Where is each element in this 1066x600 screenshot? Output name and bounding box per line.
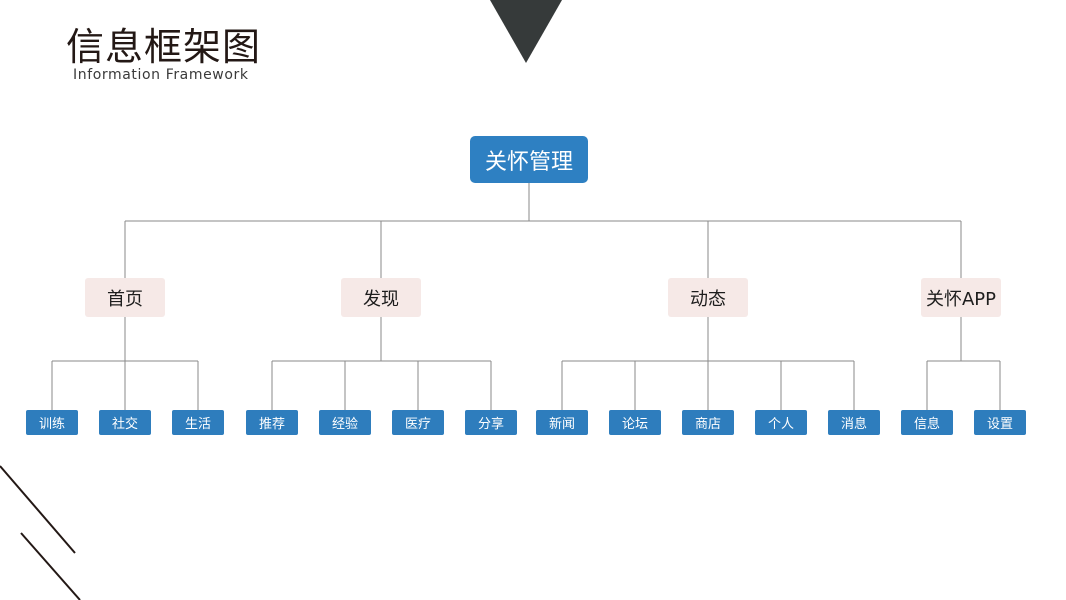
category-node-label: 发现	[363, 288, 399, 310]
leaf-node[interactable]: 经验	[319, 410, 371, 435]
leaf-node-label: 个人	[767, 417, 794, 432]
leaf-node[interactable]: 医疗	[392, 410, 444, 435]
diagonal-line-upper	[0, 465, 76, 554]
leaf-node[interactable]: 新闻	[536, 410, 588, 435]
leaf-node[interactable]: 社交	[99, 410, 151, 435]
category-node[interactable]: 动态	[668, 278, 748, 317]
leaf-node[interactable]: 信息	[901, 410, 953, 435]
leaf-node-label: 分享	[477, 417, 504, 432]
root-node-label: 关怀管理	[484, 149, 573, 175]
leaf-node-label: 设置	[986, 417, 1013, 432]
leaf-node[interactable]: 设置	[974, 410, 1026, 435]
leaf-node-label: 生活	[184, 417, 211, 432]
leaf-node[interactable]: 生活	[172, 410, 224, 435]
category-node-label: 动态	[690, 288, 726, 310]
root-node[interactable]: 关怀管理	[470, 136, 588, 183]
page-title: 信息框架图	[66, 25, 262, 69]
leaf-node[interactable]: 消息	[828, 410, 880, 435]
leaf-node-label: 推荐	[258, 417, 285, 432]
leaf-node-label: 社交	[111, 417, 138, 432]
category-node[interactable]: 首页	[85, 278, 165, 317]
category-node-label: 首页	[107, 288, 143, 310]
leaf-node-label: 经验	[331, 417, 358, 432]
page-subtitle: Information Framework	[73, 67, 249, 83]
leaf-node[interactable]: 论坛	[609, 410, 661, 435]
leaf-node[interactable]: 商店	[682, 410, 734, 435]
leaf-node-label: 商店	[694, 417, 721, 432]
diagonal-line-lower	[20, 532, 81, 600]
leaf-node-label: 论坛	[621, 417, 648, 432]
category-node[interactable]: 发现	[341, 278, 421, 317]
decorative-triangle	[490, 0, 562, 63]
leaf-node[interactable]: 训练	[26, 410, 78, 435]
leaf-node-label: 新闻	[548, 417, 575, 432]
leaf-node[interactable]: 个人	[755, 410, 807, 435]
leaf-node-label: 信息	[913, 417, 940, 432]
leaf-node[interactable]: 分享	[465, 410, 517, 435]
leaf-node-label: 医疗	[404, 417, 431, 432]
category-node[interactable]: 关怀APP	[921, 278, 1001, 317]
leaf-node-label: 训练	[38, 417, 65, 432]
category-node-label: 关怀APP	[925, 288, 997, 310]
leaf-node-label: 消息	[840, 417, 867, 432]
leaf-node[interactable]: 推荐	[246, 410, 298, 435]
